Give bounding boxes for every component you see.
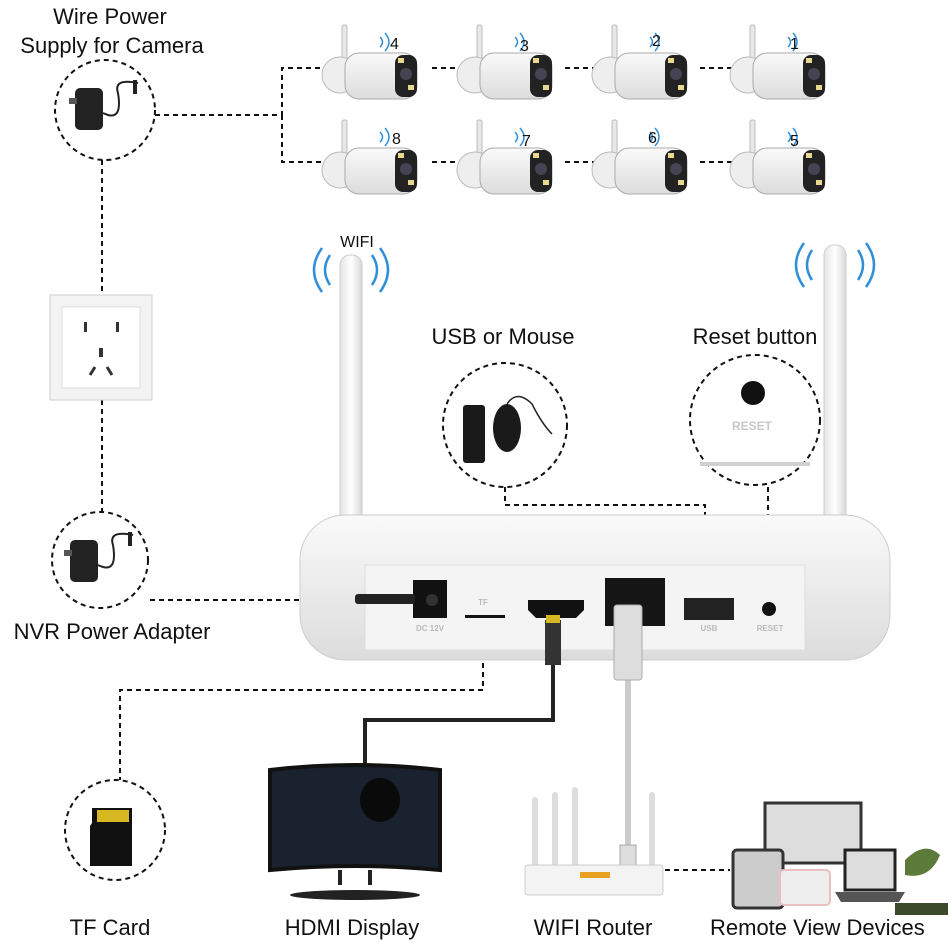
camera-6: [591, 119, 688, 195]
wifi-wave-icon: [794, 242, 876, 288]
wifi-label: WIFI: [340, 234, 374, 251]
usb-stick-icon: [463, 405, 485, 463]
mouse-icon: [493, 404, 521, 452]
camera-number: 8: [392, 131, 401, 148]
camera-number: 4: [390, 36, 399, 53]
usb-mouse-circle: [442, 362, 568, 488]
tf-card-circle: [64, 779, 166, 881]
wifi-router: [524, 787, 664, 896]
camera-1: [729, 24, 826, 100]
camera-number: 5: [790, 133, 799, 150]
reset-port: [762, 602, 776, 616]
wall-socket: [49, 294, 153, 401]
camera-4: [321, 24, 418, 100]
camera-number: 7: [522, 133, 531, 150]
wire-power-label: Supply for Camera: [20, 33, 204, 58]
wifi-wave-icon: [312, 247, 390, 293]
power-adapter-icon: [68, 79, 139, 131]
reset-closeup-text: RESET: [732, 419, 773, 433]
tf-port-label: TF: [478, 598, 488, 607]
camera-number: 6: [648, 130, 657, 147]
remote-view-label: Remote View Devices: [710, 915, 925, 940]
camera-number: 3: [520, 38, 529, 55]
hdmi-port: [528, 600, 584, 618]
wifi-router-label: WIFI Router: [534, 915, 653, 940]
tf-slot: [465, 615, 505, 618]
camera-3: [456, 24, 553, 100]
wire-power-label: Wire Power: [53, 4, 167, 29]
reset-button-label: Reset button: [693, 324, 818, 349]
nvr-device: DC 12V TF USB RESET: [299, 514, 891, 661]
dc-port-label: DC 12V: [416, 624, 445, 633]
tf-card-label: TF Card: [70, 915, 151, 940]
hdmi-cable: [363, 640, 555, 775]
camera-number: 2: [652, 33, 661, 50]
reset-port-label: RESET: [757, 624, 784, 633]
hdmi-display-label: HDMI Display: [285, 915, 419, 940]
camera-8: [321, 119, 418, 195]
camera-2: [591, 24, 688, 100]
tf-card-icon: [90, 808, 132, 866]
watermark-logo: [895, 848, 948, 915]
camera-power-circle: [54, 59, 156, 161]
remote-view-devices: [731, 801, 905, 910]
hdmi-display: [268, 763, 442, 900]
camera-5: [729, 119, 826, 195]
usb-port-label: USB: [701, 624, 718, 633]
reset-closeup-circle: [689, 354, 821, 486]
dc-plug: [355, 594, 415, 604]
nvr-power-circle: [51, 511, 149, 609]
reset-button-icon: [741, 381, 765, 405]
usb-port: [684, 598, 734, 620]
cameras: 4 3 2 1 8 7 6 5: [321, 24, 826, 195]
power-adapter-icon: [63, 531, 134, 583]
camera-7: [456, 119, 553, 195]
nvr-power-label: NVR Power Adapter: [14, 619, 211, 644]
usb-mouse-label: USB or Mouse: [431, 324, 574, 349]
camera-number: 1: [790, 36, 799, 53]
